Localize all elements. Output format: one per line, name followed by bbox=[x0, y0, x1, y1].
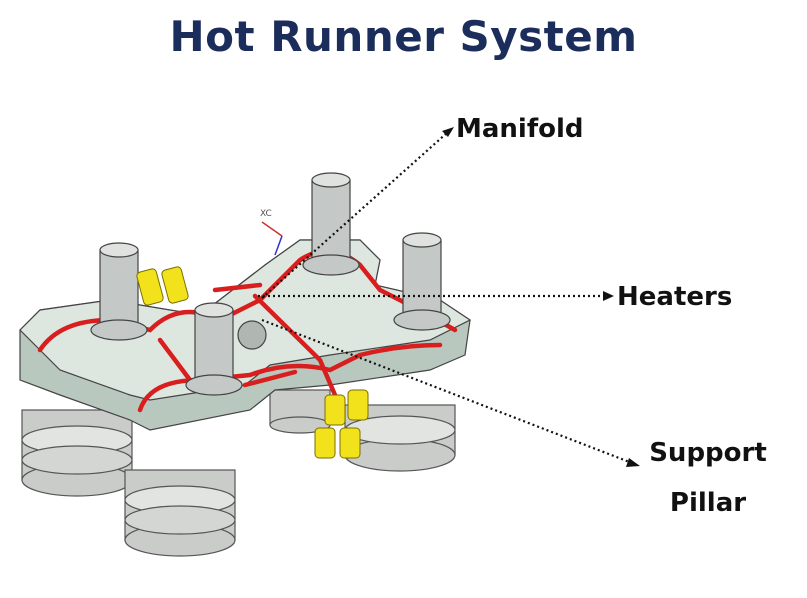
label-support-pillar: Support Pillar bbox=[628, 428, 788, 528]
arrowhead-icon bbox=[603, 291, 614, 301]
support-pillar bbox=[124, 469, 236, 557]
cad-axis-label: XC bbox=[260, 209, 272, 219]
manifold-arrow bbox=[261, 131, 449, 299]
nozzle bbox=[90, 242, 148, 341]
nozzles bbox=[90, 172, 451, 396]
label-support-line2: Pillar bbox=[669, 488, 747, 518]
support-pillar bbox=[269, 389, 331, 434]
nozzle bbox=[185, 302, 243, 396]
diagram-title: Hot Runner System bbox=[169, 12, 638, 61]
nozzle bbox=[302, 172, 360, 276]
leader-arrows bbox=[258, 131, 633, 465]
support-pillar bbox=[21, 409, 133, 497]
nozzle bbox=[393, 232, 451, 331]
cad-axis-x bbox=[261, 221, 283, 237]
heater-lines bbox=[37, 248, 458, 413]
heater-connectors bbox=[136, 266, 369, 459]
support-pillars bbox=[21, 389, 456, 557]
arrowhead-icon bbox=[442, 127, 454, 137]
cad-axis-z bbox=[274, 235, 283, 256]
label-heaters: Heaters bbox=[617, 282, 733, 312]
arrowhead-icon bbox=[626, 458, 640, 467]
label-manifold: Manifold bbox=[456, 114, 584, 144]
support-pillar-arrow bbox=[261, 318, 633, 465]
label-support-line1: Support bbox=[649, 438, 767, 468]
